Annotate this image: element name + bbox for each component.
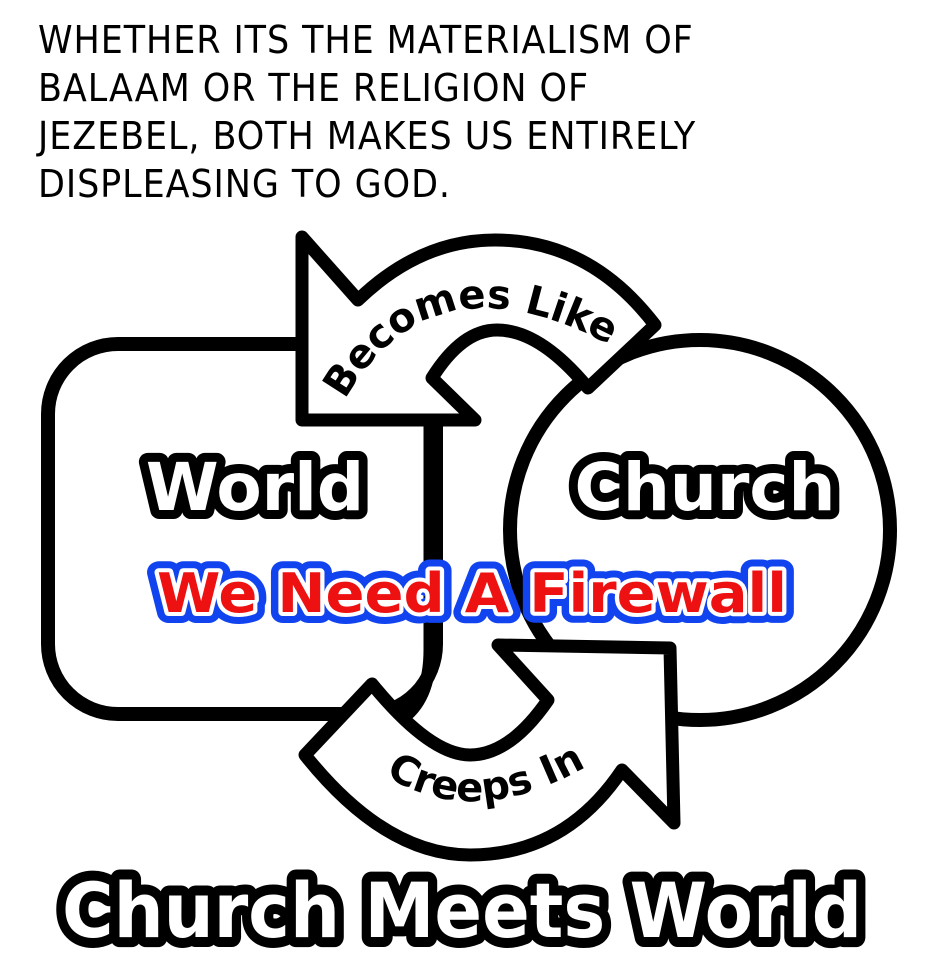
connector-line xyxy=(396,420,437,726)
world-label: World xyxy=(146,449,364,526)
creeps-in-arrow xyxy=(298,638,681,862)
caption-line: WHETHER ITS THE MATERIALISM OF xyxy=(38,18,694,62)
church-node-shape xyxy=(503,333,897,727)
caption-text: WHETHER ITS THE MATERIALISM OF BALAAM OR… xyxy=(38,16,848,208)
caption-line: BALAAM OR THE RELIGION OF xyxy=(38,66,590,110)
firewall-banner-outline: We Need A Firewall xyxy=(157,562,787,625)
firewall-banner: We Need A Firewall xyxy=(157,562,787,625)
caption-line: JEZEBEL, BOTH MAKES US ENTIRELY xyxy=(38,114,697,158)
caption-line: DISPLEASING TO GOD. xyxy=(38,162,451,206)
becomes-like-arrow xyxy=(295,230,662,427)
page-title: Church Meets World xyxy=(62,866,862,955)
church-label: Church xyxy=(574,449,835,526)
